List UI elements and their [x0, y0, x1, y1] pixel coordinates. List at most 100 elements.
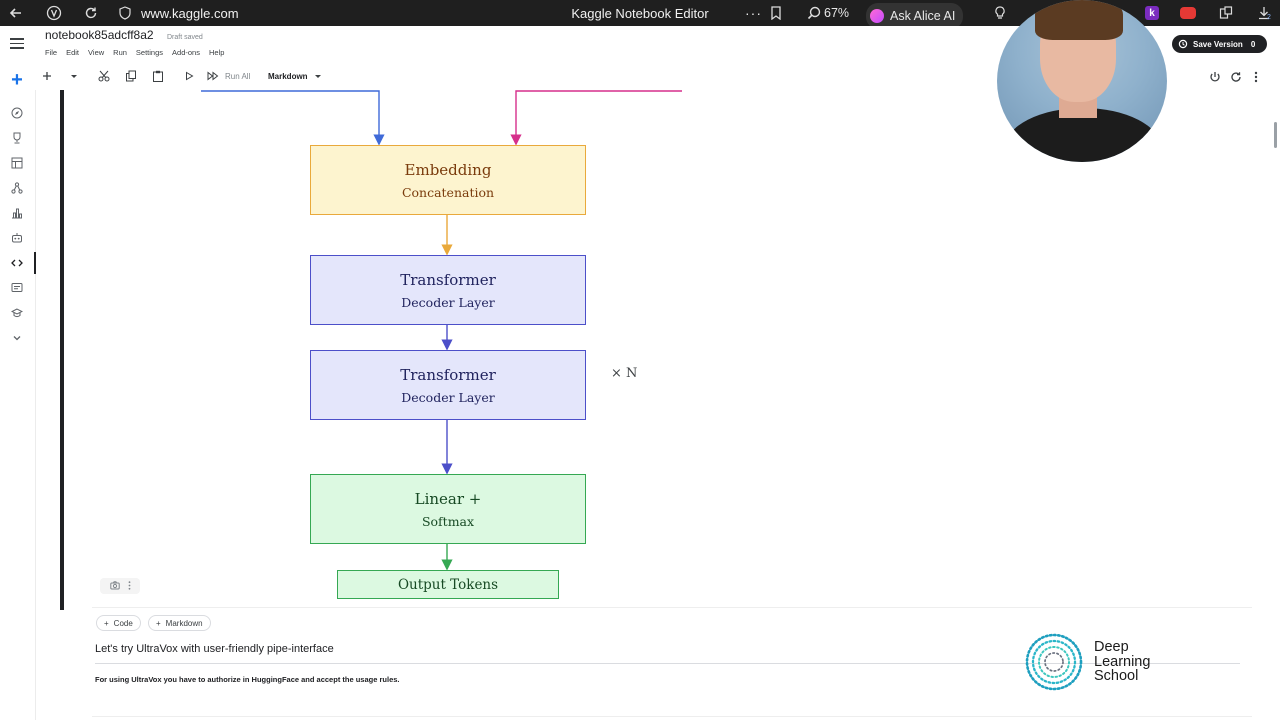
decoder1-title: Transformer — [400, 270, 496, 289]
cell-mini-toolbar — [100, 578, 140, 594]
trophy-icon[interactable] — [10, 131, 24, 145]
selected-cell-indicator — [60, 90, 64, 610]
extensions-icon[interactable] — [1219, 0, 1233, 26]
menu-edit[interactable]: Edit — [66, 48, 80, 57]
lightbulb-icon[interactable] — [994, 0, 1006, 26]
markdown-note: For using UltraVox you have to authorize… — [95, 675, 400, 684]
camera-icon[interactable] — [109, 580, 120, 592]
decoder2-subtitle: Decoder Layer — [401, 389, 495, 405]
benchmarks-icon[interactable] — [10, 206, 24, 220]
zoom-indicator[interactable]: 67% — [807, 0, 849, 26]
downloads-icon[interactable]: 2 — [1257, 0, 1271, 26]
discussion-icon[interactable] — [10, 281, 24, 295]
table-icon[interactable] — [10, 156, 24, 170]
embedding-subtitle: Concatenation — [401, 184, 495, 200]
dropdown-icon — [314, 75, 321, 78]
markdown-heading: Let's try UltraVox with user-friendly pi… — [95, 643, 334, 655]
logo-line-1: Deep — [1094, 639, 1129, 655]
markdown-cell[interactable] — [92, 90, 1252, 608]
menu-add-ons[interactable]: Add-ons — [172, 48, 200, 57]
menu-view[interactable]: View — [88, 48, 105, 57]
history-icon — [1178, 39, 1188, 49]
browser-logo-icon[interactable] — [46, 0, 62, 26]
logo-line-2: Learning — [1094, 653, 1151, 670]
fast-forward-icon — [207, 71, 219, 81]
chevron-down-icon[interactable] — [70, 69, 78, 83]
save-version-button[interactable]: Save Version 0 — [1172, 35, 1267, 53]
models-icon[interactable] — [10, 181, 24, 195]
embedding-title: Embedding — [404, 160, 492, 179]
bookmark-icon[interactable] — [770, 0, 782, 26]
menu-settings[interactable]: Settings — [135, 48, 164, 57]
add-markdown-label: Markdown — [165, 618, 203, 628]
add-code-label: Code — [113, 618, 133, 628]
left-sidebar: + — [0, 70, 36, 720]
linear-title: Linear + — [414, 489, 482, 508]
plus-icon: + — [156, 618, 161, 628]
more-vert-icon[interactable] — [1254, 70, 1258, 84]
menu-icon[interactable] — [10, 38, 24, 52]
logo-ring-icon — [1025, 633, 1083, 691]
active-indicator — [34, 252, 36, 274]
save-version-count: 0 — [1250, 39, 1256, 49]
decoder1-subtitle: Decoder Layer — [401, 294, 495, 310]
more-icon[interactable]: ··· — [745, 5, 762, 21]
heading-divider — [95, 663, 1240, 664]
output-title: Output Tokens — [397, 576, 499, 593]
webcam-overlay — [997, 0, 1167, 162]
decoder-layer-box-1: Transformer Decoder Layer — [310, 255, 586, 325]
decoder2-title: Transformer — [400, 365, 496, 384]
compass-icon[interactable] — [10, 106, 24, 120]
alice-icon — [870, 9, 884, 23]
run-cell-icon[interactable] — [184, 69, 194, 83]
logo-text: Deep Learning School — [1094, 640, 1150, 684]
reload-icon[interactable] — [84, 0, 98, 26]
restart-icon[interactable] — [1230, 70, 1242, 84]
zoom-icon — [807, 6, 821, 20]
copy-icon[interactable] — [125, 69, 137, 83]
linear-subtitle: Softmax — [421, 513, 475, 529]
decoder-layer-box-2: Transformer Decoder Layer — [310, 350, 586, 420]
add-cell-icon[interactable] — [42, 69, 52, 83]
save-version-label: Save Version — [1193, 39, 1243, 49]
run-all-label: Run All — [225, 71, 251, 81]
cell-more-icon[interactable] — [128, 580, 131, 592]
menu-help[interactable]: Help — [208, 48, 225, 57]
extension-record-icon[interactable] — [1180, 0, 1196, 26]
cell-toolbar: Run All Markdown — [0, 66, 1000, 86]
zoom-level: 67% — [824, 6, 850, 20]
expand-more-icon[interactable] — [10, 331, 24, 345]
run-all-button[interactable]: Run All — [207, 69, 250, 83]
scrollbar-thumb[interactable] — [1274, 122, 1277, 148]
code-icon[interactable] — [10, 256, 24, 270]
save-status: Draft saved — [167, 34, 203, 41]
cell-type-select[interactable]: Markdown — [268, 69, 322, 83]
site-security-icon[interactable] — [119, 0, 131, 26]
menu-run[interactable]: Run — [113, 48, 127, 57]
deep-learning-school-logo: Deep Learning School — [1022, 630, 1182, 694]
cut-icon[interactable] — [98, 69, 110, 83]
back-icon[interactable] — [9, 0, 23, 26]
paste-icon[interactable] — [152, 69, 164, 83]
learn-icon[interactable] — [10, 306, 24, 320]
address-bar[interactable]: www.kaggle.com — [141, 5, 239, 21]
add-code-cell-button[interactable]: + Code — [96, 615, 141, 631]
linear-softmax-box: Linear + Softmax — [310, 474, 586, 544]
extension-k-icon[interactable]: k — [1145, 0, 1159, 26]
cell-divider — [92, 716, 1252, 717]
plus-icon: + — [104, 618, 109, 628]
create-icon[interactable]: + — [11, 69, 23, 91]
add-markdown-cell-button[interactable]: + Markdown — [148, 615, 211, 631]
ask-alice-label: Ask Alice AI — [890, 9, 956, 23]
menu-file[interactable]: File — [45, 48, 58, 57]
power-icon[interactable] — [1209, 70, 1221, 84]
robot-icon[interactable] — [10, 231, 24, 245]
menu-bar: File Edit View Run Settings Add-ons Help — [45, 48, 224, 57]
cell-type-value: Markdown — [268, 71, 308, 81]
repeat-label: × N — [611, 366, 638, 381]
notebook-title[interactable]: notebook85adcff8a2 — [45, 28, 154, 42]
ask-alice-button[interactable]: Ask Alice AI — [866, 3, 964, 29]
embedding-box: Embedding Concatenation — [310, 145, 586, 215]
output-tokens-box: Output Tokens — [337, 570, 559, 599]
logo-line-3: School — [1094, 668, 1139, 684]
